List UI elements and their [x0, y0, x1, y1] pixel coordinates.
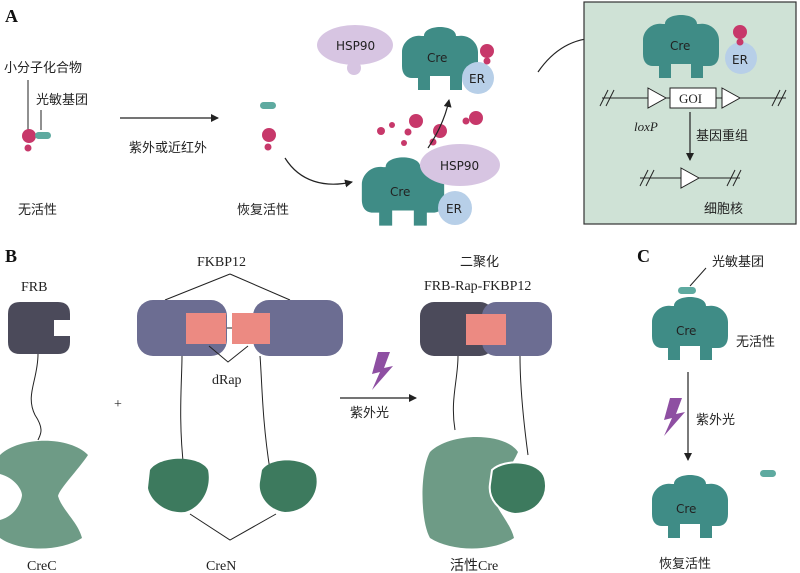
panel-c: C 光敏基团 Cre 无活性 紫外光 Cre 恢复活性	[637, 246, 776, 572]
cre-label-c-bottom: Cre	[676, 502, 696, 516]
fkbp12-bracket	[164, 273, 291, 301]
loxp-label: loxP	[634, 119, 658, 134]
photosensitive-group-label-a: 光敏基团	[36, 93, 88, 108]
fkbp12-right	[253, 300, 343, 356]
er-label-complex: ER	[446, 202, 462, 216]
panel-b: B FRB CreC + FKBP12 dRap CreN 紫外光 二聚化 FR…	[0, 246, 552, 573]
drap-right	[232, 313, 270, 344]
drap-bound	[466, 314, 506, 345]
dna-construct: GOI	[599, 87, 787, 109]
dimerization-label: 二聚化	[460, 255, 499, 270]
er-label-nucleus: ER	[732, 53, 748, 67]
hsp90-free: HSP90	[317, 25, 393, 75]
panel-c-letter: C	[637, 246, 650, 266]
cre-c-label: CreC	[27, 559, 57, 573]
cre-label-nucleus: Cre	[670, 39, 690, 53]
panel-a-letter: A	[5, 6, 18, 26]
inactive-label-a: 无活性	[18, 203, 57, 218]
cre-er-active: Cre ER	[402, 27, 494, 94]
inactive-label-c: 无活性	[736, 335, 775, 350]
recombined-dna	[639, 167, 742, 189]
restored-label-a: 恢复活性	[237, 203, 289, 218]
bound-linker-right	[519, 355, 529, 456]
restored-label-c: 恢复活性	[659, 557, 711, 572]
goi-label: GOI	[679, 91, 702, 106]
panel-b-letter: B	[5, 246, 17, 266]
frb-label: FRB	[21, 280, 47, 295]
complex-label: FRB-Rap-FKBP12	[424, 279, 531, 294]
cre-label-c-top: Cre	[676, 324, 696, 338]
fkbp12-label: FKBP12	[197, 255, 246, 270]
hsp90-label-top: HSP90	[336, 39, 375, 53]
photosensitive-group-label-c: 光敏基团	[712, 255, 764, 270]
cre-n-left	[148, 458, 209, 513]
released-group	[260, 102, 276, 109]
er-label-active: ER	[469, 72, 485, 86]
active-cre-label: 活性Cre	[450, 558, 498, 573]
left-linker	[180, 355, 185, 471]
frb-linker	[30, 353, 42, 441]
cre-c-bound	[422, 437, 518, 549]
cre-hsp90-complex: Cre HSP90 ER	[361, 144, 500, 226]
bound-linker-left	[452, 355, 459, 431]
lightning-icon-b	[372, 352, 393, 390]
released-molecule	[262, 128, 276, 151]
recombination-label: 基因重组	[696, 128, 748, 144]
hsp90-label-complex: HSP90	[440, 159, 479, 173]
plus-sign: +	[114, 397, 122, 412]
cre-n-label: CreN	[206, 559, 236, 573]
released-group-c	[760, 470, 776, 477]
uv-label-b: 紫外光	[350, 406, 389, 421]
caged-molecule	[22, 129, 51, 152]
drap-label: dRap	[212, 373, 242, 388]
nucleus-box: Cre ER GOI loxP 基因重组	[583, 1, 797, 225]
group-pointer-c	[689, 267, 707, 287]
drap-bracket	[208, 345, 249, 363]
panel-a: A 小分子化合物 光敏基团 无活性 紫外或近红外 恢复活性 HSP90	[4, 1, 797, 226]
cre-n-right	[259, 460, 317, 512]
cre-label-active: Cre	[427, 51, 447, 65]
frb-domain	[8, 302, 70, 354]
lightning-icon-c	[664, 398, 685, 436]
small-molecule-label: 小分子化合物	[4, 61, 82, 76]
to-complex-arrow	[284, 157, 353, 188]
cre-c-fragment	[0, 440, 88, 549]
cre-label-complex: Cre	[390, 185, 410, 199]
cage-group-c	[678, 287, 696, 294]
drap-left	[186, 313, 226, 344]
scattered-molecules	[377, 111, 483, 146]
cre-n-bracket	[189, 513, 277, 541]
right-linker	[259, 355, 271, 471]
uv-nir-label: 紫外或近红外	[129, 140, 207, 156]
cre-n-bound	[488, 461, 547, 516]
uv-label-c: 紫外光	[696, 413, 735, 428]
activation-arrow	[427, 99, 452, 149]
nucleus-label: 细胞核	[704, 202, 743, 217]
